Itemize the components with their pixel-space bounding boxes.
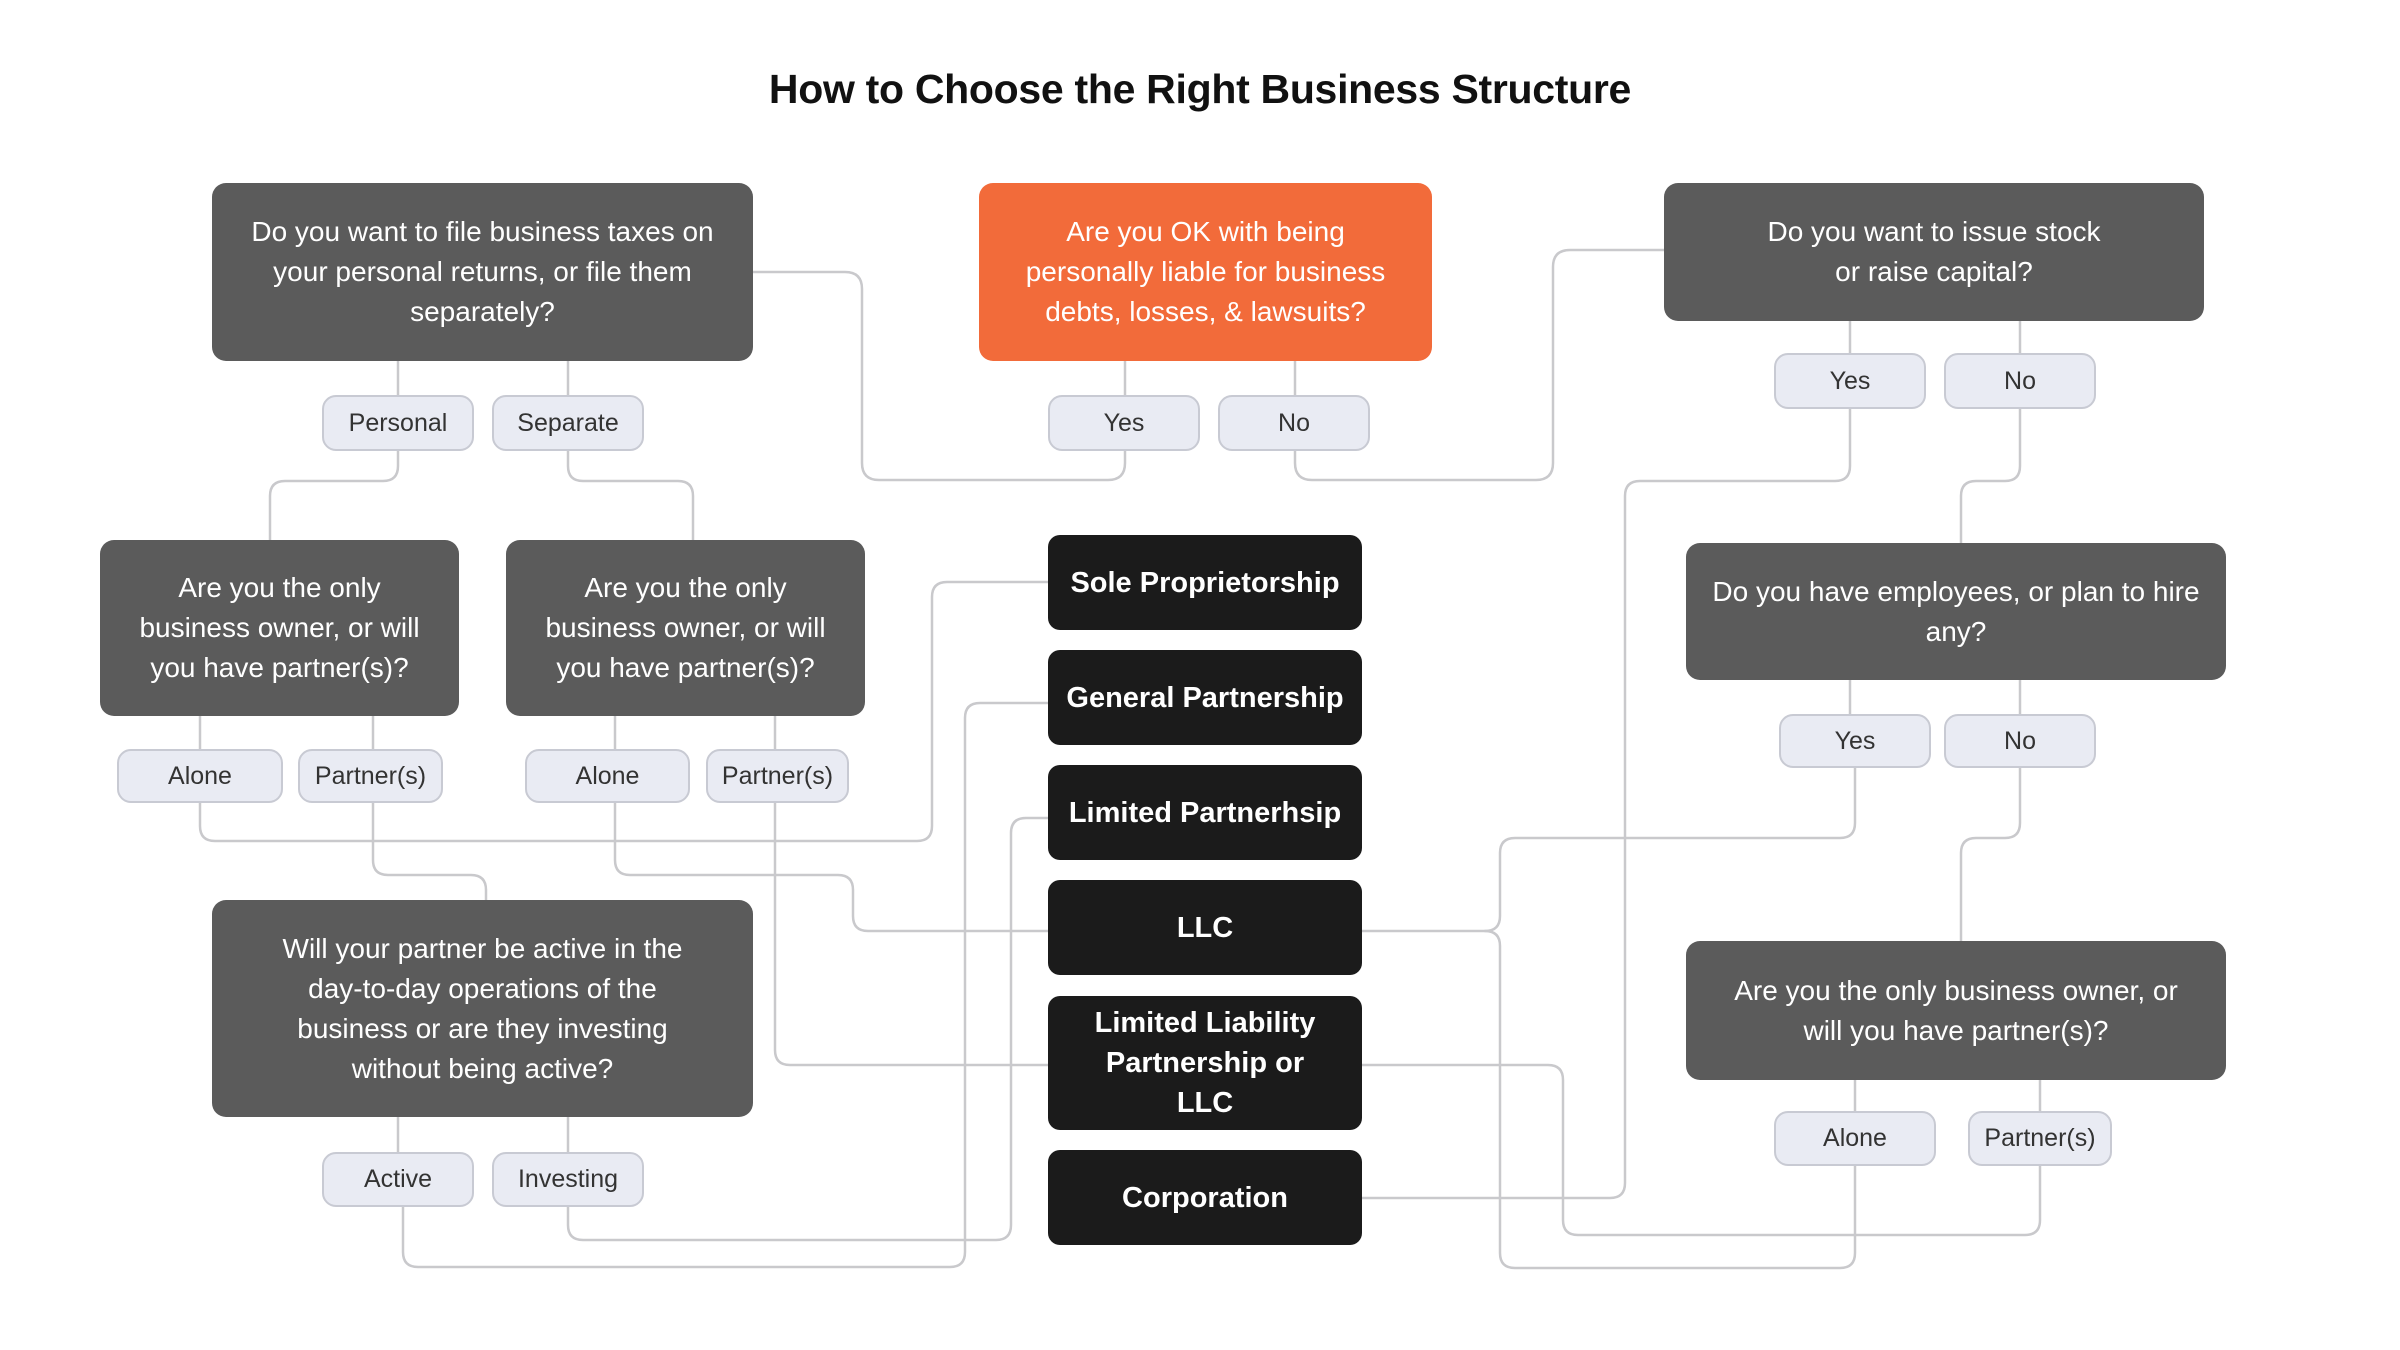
question-owner-personal-text: Are you the only business owner, or will… — [139, 572, 420, 683]
connector — [613, 801, 1050, 933]
connector — [566, 449, 695, 542]
question-owner-separate-text: Are you the only business owner, or will… — [545, 572, 826, 683]
question-employees: Do you have employees, or plan to hire a… — [1686, 543, 2226, 680]
question-owner-personal: Are you the only business owner, or will… — [100, 540, 459, 716]
option-stock-yes[interactable]: Yes — [1774, 353, 1926, 409]
option-investing[interactable]: Investing — [492, 1152, 644, 1207]
connector — [1360, 407, 1852, 1200]
connector — [1360, 766, 1857, 933]
connector — [1959, 766, 2022, 943]
connector — [1483, 929, 1857, 1270]
question-partner-active-text: Will your partner be active in the day-t… — [282, 932, 683, 1084]
option-stock-no[interactable]: No — [1944, 353, 2096, 409]
option-liable-yes[interactable]: Yes — [1048, 395, 1200, 451]
option-alone-3[interactable]: Alone — [1774, 1111, 1936, 1166]
question-partner-active: Will your partner be active in the day-t… — [212, 900, 753, 1117]
option-alone-2[interactable]: Alone — [525, 749, 690, 803]
option-employees-yes[interactable]: Yes — [1779, 714, 1931, 768]
question-taxes-text: Do you want to file business taxes on yo… — [251, 216, 714, 327]
diagram-title: How to Choose the Right Business Structu… — [768, 66, 1632, 112]
option-alone-1[interactable]: Alone — [117, 749, 283, 803]
result-corporation: Corporation — [1048, 1150, 1362, 1245]
connector — [773, 801, 1050, 1067]
connector — [268, 449, 400, 542]
question-employees-text: Do you have employees, or plan to hire a… — [1712, 575, 2200, 647]
result-llc: LLC — [1048, 880, 1362, 975]
result-sole-proprietorship: Sole Proprietorship — [1048, 535, 1362, 630]
result-llp-or-llc: Limited Liability Partnership or LLC — [1048, 996, 1362, 1130]
connector — [1360, 1063, 2042, 1237]
question-owner-separate: Are you the only business owner, or will… — [506, 540, 865, 716]
question-issue-stock-text: Do you want to issue stock or raise capi… — [1767, 216, 2101, 287]
question-taxes: Do you want to file business taxes on yo… — [212, 183, 753, 361]
connector — [198, 580, 1050, 843]
option-partners-1[interactable]: Partner(s) — [298, 749, 443, 803]
option-personal[interactable]: Personal — [322, 395, 474, 451]
question-issue-stock: Do you want to issue stock or raise capi… — [1664, 183, 2204, 321]
question-owner-final: Are you the only business owner, or will… — [1686, 941, 2226, 1080]
question-personal-liability-text: Are you OK with being personally liable … — [1025, 216, 1386, 327]
connector — [371, 801, 488, 902]
connector — [751, 270, 1127, 482]
option-employees-no[interactable]: No — [1944, 714, 2096, 768]
question-owner-final-text: Are you the only business owner, or will… — [1734, 974, 2178, 1046]
option-partners-2[interactable]: Partner(s) — [706, 749, 849, 803]
connector — [401, 701, 1050, 1269]
connector — [1959, 407, 2022, 545]
question-personal-liability: Are you OK with being personally liable … — [979, 183, 1432, 361]
option-active[interactable]: Active — [322, 1152, 474, 1207]
result-general-partnership: General Partnership — [1048, 650, 1362, 745]
result-limited-partnership: Limited Partnerhsip — [1048, 765, 1362, 860]
option-separate[interactable]: Separate — [492, 395, 644, 451]
connector — [566, 816, 1050, 1242]
connector — [1293, 248, 1666, 482]
option-liable-no[interactable]: No — [1218, 395, 1370, 451]
option-partners-3[interactable]: Partner(s) — [1968, 1111, 2112, 1166]
